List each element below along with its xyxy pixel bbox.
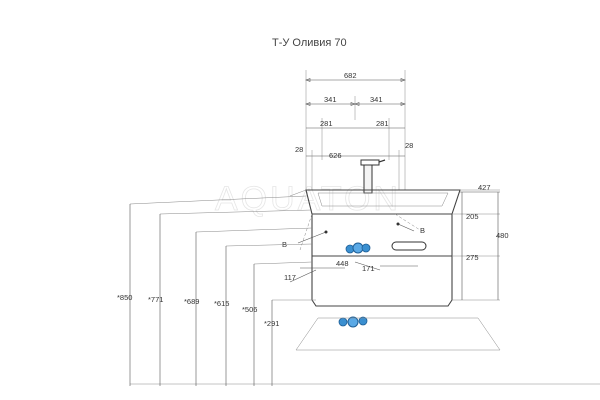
dim-offset-left: 281 [320,119,333,128]
height-291: *291 [264,319,279,328]
top-dimensions: 682 341 341 281 281 28 626 28 [295,70,413,190]
height-506: *506 [242,305,257,314]
dim-half-left: 341 [324,95,337,104]
height-689: *689 [184,297,199,306]
dim-offset-right: 281 [376,119,389,128]
left-heights: *850 *771 *689 *615 *506 *291 [117,195,316,386]
dim-edge-right: 28 [405,141,413,150]
label-b-right: B [420,226,425,235]
drawing-title: Т-У Оливия 70 [272,37,347,49]
height-615: *615 [214,299,229,308]
floor-plate [130,317,600,385]
right-dimensions: 427 205 275 480 [452,183,509,301]
dim-offset-171: 171 [362,264,375,273]
dim-depth: 427 [478,183,491,192]
dim-edge-left: 28 [295,145,303,154]
dim-drawer-bottom: 275 [466,253,479,262]
height-771: *771 [148,295,163,304]
dim-height: 480 [496,231,509,240]
dim-half-right: 341 [370,95,383,104]
height-850: *850 [117,293,132,302]
center-dimensions: 448 117 171 [284,259,381,283]
dim-offset-448: 448 [336,259,349,268]
dim-drawer-top: 205 [466,212,479,221]
dim-offset-117: 117 [284,273,296,282]
dim-total-width: 682 [344,71,357,80]
dim-inner-width: 626 [329,151,342,160]
